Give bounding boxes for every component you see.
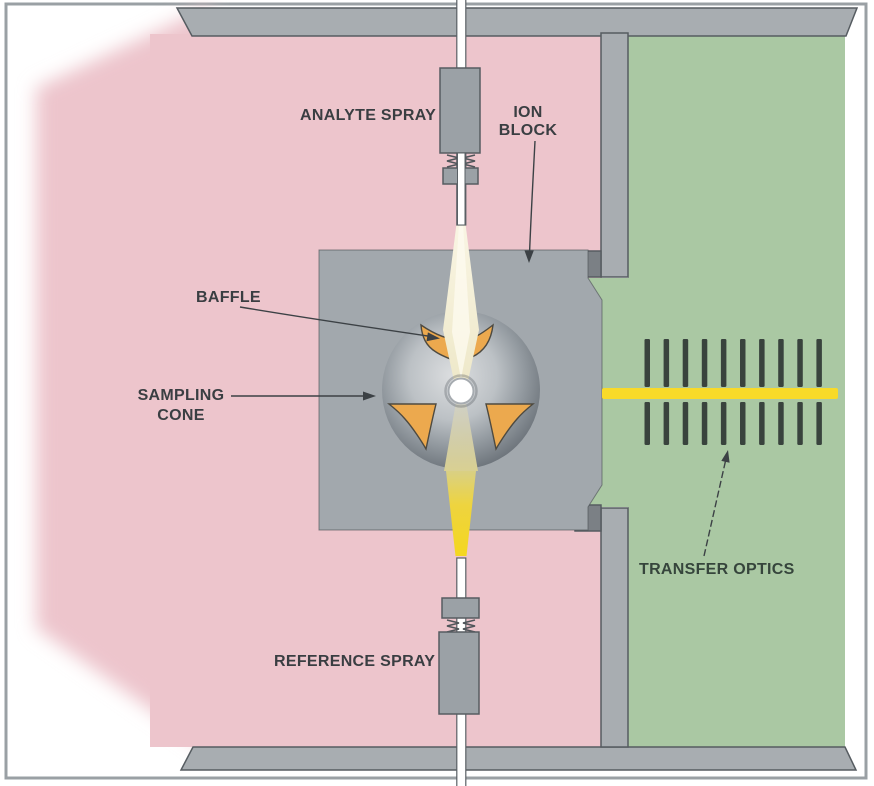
spring-left bbox=[446, 154, 460, 168]
label-ion-block-line1: ION bbox=[513, 104, 542, 121]
reference-spray-upper bbox=[444, 402, 478, 471]
analyte-spray-core bbox=[452, 224, 470, 379]
optic-rod bbox=[701, 402, 708, 445]
transfer-optics-leader-line bbox=[703, 460, 727, 557]
label-sampling-cone-line1: SAMPLING bbox=[138, 387, 225, 404]
ion-block-arrowhead bbox=[524, 250, 534, 263]
top-housing-bar bbox=[175, 7, 859, 37]
transfer-optics-rods bbox=[644, 339, 822, 445]
baffle-bottom-left bbox=[387, 403, 437, 451]
label-analyte-spray: ANALYTE SPRAY bbox=[300, 107, 436, 124]
spring-right bbox=[462, 154, 476, 168]
baffle-arrowhead bbox=[426, 332, 440, 342]
analyte-probe bbox=[439, 0, 481, 226]
bottom-housing-bar bbox=[179, 746, 858, 771]
optic-rod bbox=[759, 339, 765, 387]
analyte-probe-body bbox=[439, 67, 481, 154]
label-reference-spray: REFERENCE SPRAY bbox=[274, 653, 435, 670]
optic-rod bbox=[720, 339, 727, 387]
reference-probe bbox=[438, 557, 480, 786]
optic-rod bbox=[759, 402, 765, 445]
label-sampling-cone-line2: CONE bbox=[157, 407, 204, 424]
reference-probe-nut bbox=[441, 597, 480, 619]
optic-rod bbox=[701, 339, 708, 387]
ion-block-leader-line bbox=[528, 140, 536, 255]
optic-rod bbox=[797, 339, 803, 387]
optic-rod bbox=[816, 339, 822, 387]
reference-probe-body bbox=[438, 631, 480, 715]
optic-rod bbox=[663, 402, 670, 445]
baffle-leader-line bbox=[239, 306, 432, 338]
label-baffle: BAFFLE bbox=[196, 289, 261, 306]
figure-frame bbox=[4, 2, 868, 780]
optic-rod bbox=[720, 402, 727, 445]
optic-rod bbox=[778, 402, 784, 445]
sampling-cone-arrowhead bbox=[363, 391, 376, 401]
sampling-cone-orifice bbox=[447, 377, 475, 405]
spring-left bbox=[446, 619, 460, 633]
optic-rod bbox=[663, 339, 670, 387]
label-transfer-optics: TRANSFER OPTICS bbox=[639, 561, 795, 578]
optic-rod bbox=[816, 402, 822, 445]
upper-partition-wall bbox=[600, 32, 629, 278]
optic-rod bbox=[682, 339, 689, 387]
reference-spray-plume bbox=[446, 471, 476, 556]
lower-partition-wall bbox=[600, 507, 629, 748]
analyte-capillary-tip bbox=[457, 152, 466, 226]
orifice-shadow-ring bbox=[444, 374, 478, 408]
ion-beam bbox=[602, 388, 838, 399]
optic-rod bbox=[644, 402, 650, 445]
optic-rod bbox=[740, 402, 746, 445]
transfer-optics-arrowhead bbox=[721, 450, 730, 463]
label-ion-block-line2: BLOCK bbox=[499, 122, 558, 139]
baffle-bottom-right bbox=[485, 403, 535, 451]
spring-right bbox=[462, 619, 476, 633]
optic-rod bbox=[682, 402, 689, 445]
optic-rod bbox=[797, 402, 803, 445]
optic-rod bbox=[644, 339, 650, 387]
optic-rod bbox=[778, 339, 784, 387]
optic-rod bbox=[740, 339, 746, 387]
